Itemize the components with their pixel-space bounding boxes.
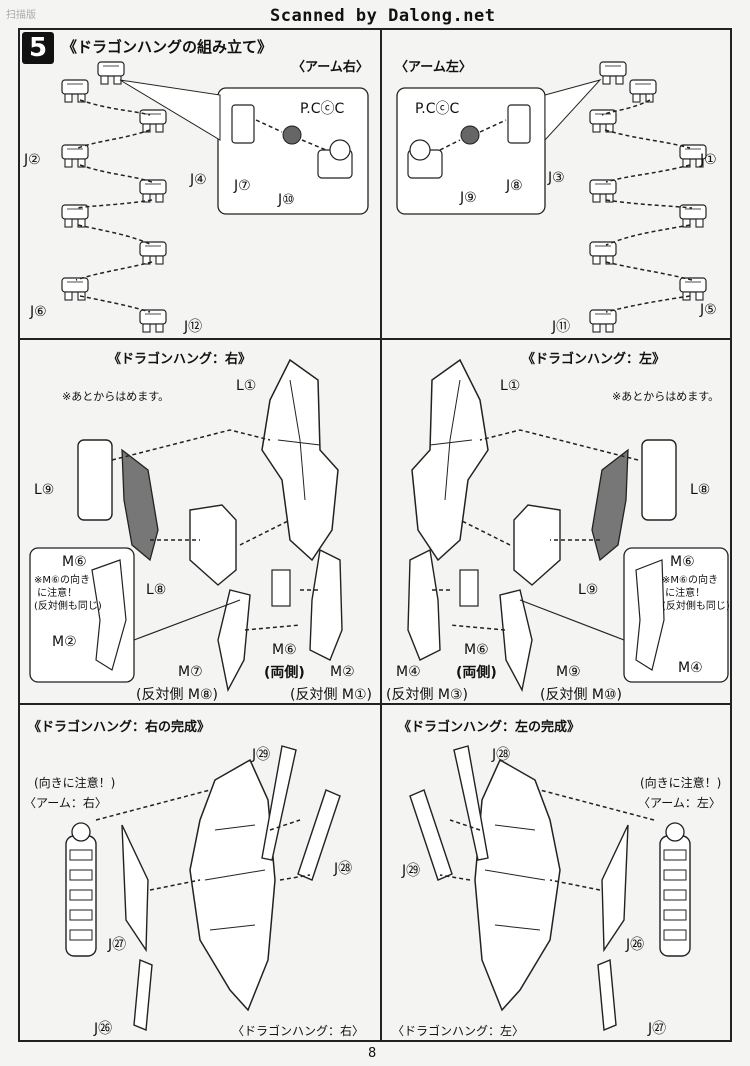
row-divider-2 [18,703,730,705]
label-pc-right: P.CⓒC [300,101,345,117]
note-attach-later-right: ※あとからはめます。 [62,390,170,403]
label-j26-left: J㉖ [626,937,645,953]
label-m6-inset-left: M⑥ [670,554,695,570]
label-m2-right: M② [330,664,355,680]
row-divider-1 [18,338,730,340]
label-j27-left: J㉗ [648,1021,667,1037]
hang-left-heading: 《ドラゴンハング：左》 [522,352,666,367]
label-j28-left: J㉘ [492,747,511,763]
arm-right-caption: 〈アーム：右〉 [24,796,107,810]
scan-banner: Scanned by Dalong.net [270,6,496,26]
hang-left-parts [407,358,677,693]
caution-right: (向きに注意！) [34,776,116,790]
label-l9-left: L⑨ [578,582,599,598]
label-j2: J② [24,152,41,168]
step-title: 《ドラゴンハングの組み立て》 [62,38,273,56]
done-left-heading: 《ドラゴンハング：左の完成》 [398,720,581,735]
hang-left-caption: 〈ドラゴンハング：左〉 [392,1024,525,1038]
label-m4-inset-left: M④ [678,660,703,676]
hang-right-heading: 《ドラゴンハング：右》 [108,352,252,367]
label-m9: M⑨ [556,664,581,680]
label-m9-opposite: (反対側 M⑩) [540,687,623,703]
label-l1-left: L① [500,378,521,394]
hang-right-parts [77,358,343,693]
label-pc-left: P.CⓒC [415,101,460,117]
label-j28-right: J㉘ [334,861,353,877]
column-divider [380,28,382,1040]
label-both-sides-left: (両側) [456,665,497,681]
caution-left: (向きに注意！) [640,776,722,790]
label-m4-left: M④ [396,664,421,680]
label-l9-right: L⑨ [34,482,55,498]
label-j10: J⑩ [278,192,295,208]
arm-left-heading: 〈アーム左〉 [395,60,472,75]
label-j6: J⑥ [30,304,47,320]
label-m2-inset-right: M② [52,634,77,650]
hang-right-caption: 〈ドラゴンハング：右〉 [232,1024,365,1038]
arm-left-caption: 〈アーム：左〉 [638,796,721,810]
label-l8-left: L⑧ [690,482,711,498]
label-j29-left: J㉙ [402,863,421,879]
label-m2-opposite: (反対側 M①) [290,687,373,703]
label-m6-right: M⑥ [272,642,297,658]
label-j7: J⑦ [234,178,251,194]
label-m6-left: M⑥ [464,642,489,658]
step-number-badge: 5 [22,32,54,64]
label-m7: M⑦ [178,664,203,680]
arm-left-parts [589,61,707,333]
m6-orientation-note-right: ※M⑥の向き に注意！ (反対側も同じ) [34,575,102,612]
arm-right-heading: 〈アーム右〉 [292,60,369,75]
label-m7-opposite: (反対側 M⑧) [136,687,219,703]
scan-watermark: 扫描版 [6,10,36,21]
label-l1-right: L① [236,378,257,394]
done-right-parts [65,745,341,1032]
m6-orientation-note-left: ※M⑥の向き に注意！ (反対側も同じ) [662,575,730,612]
label-l8-right: L⑧ [146,582,167,598]
label-j4: J④ [190,172,207,188]
arm-right-parts [61,61,167,333]
label-j12: J⑫ [184,319,203,335]
label-m4-opposite: (反対側 M③) [386,687,469,703]
done-right-heading: 《ドラゴンハング：右の完成》 [28,720,211,735]
done-left-parts [409,745,691,1032]
label-m6-inset-right: M⑥ [62,554,87,570]
label-j8: J⑧ [506,178,523,194]
label-j26-right: J㉖ [94,1021,113,1037]
page-frame [18,28,732,1042]
label-j1: J① [700,152,717,168]
label-j9: J⑨ [460,190,477,206]
label-j11: J⑪ [552,319,571,335]
label-j3: J③ [548,170,565,186]
label-j29-right: J㉙ [252,747,271,763]
label-j27-right: J㉗ [108,937,127,953]
label-both-sides-right: (両側) [264,665,305,681]
label-j5: J⑤ [700,302,717,318]
page-number: 8 [368,1046,377,1061]
note-attach-later-left: ※あとからはめます。 [612,390,720,403]
